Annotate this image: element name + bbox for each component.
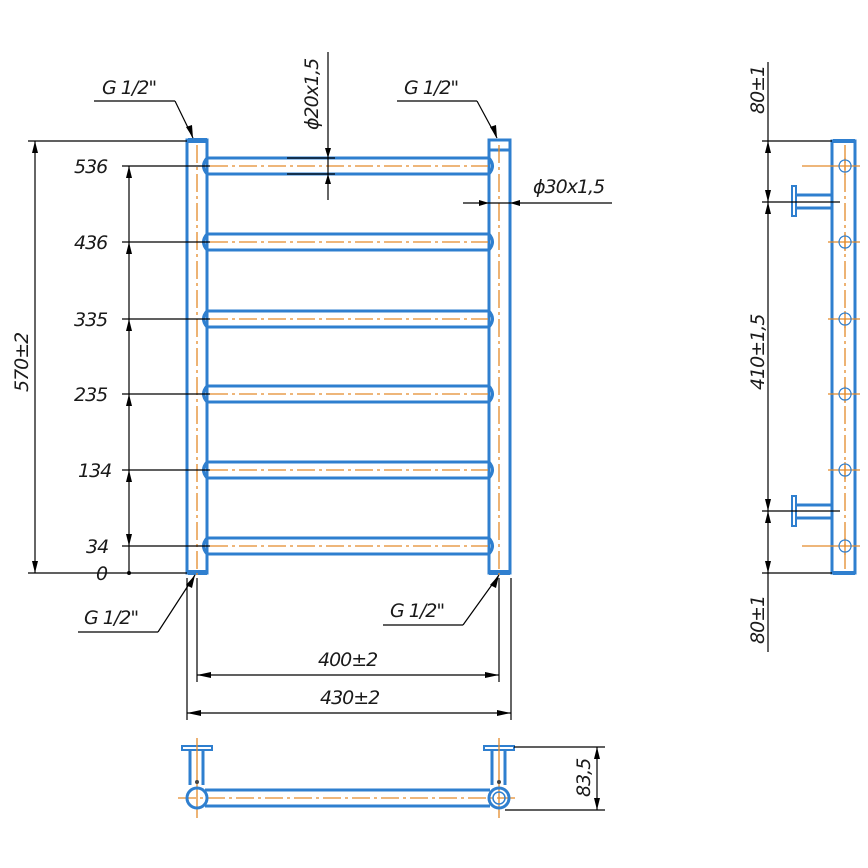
center-distance-label: 400±2 [318, 649, 377, 671]
right-riser-section [487, 786, 511, 810]
rung-label-0: 0 [96, 563, 108, 585]
side-mount-spacing-label: 410±1,5 [747, 314, 769, 390]
side-top-bracket [762, 185, 840, 217]
rung-label-536: 536 [74, 156, 108, 178]
overall-width-label: 430±2 [320, 687, 379, 709]
left-bottom-cap [188, 570, 207, 575]
top-left-connection-label: G 1/2" [102, 77, 156, 99]
rung-label-134: 134 [78, 460, 111, 482]
side-view: 80±1 410±1,5 80±1 [747, 62, 860, 652]
wall-depth-label: 83,5 [573, 758, 595, 797]
rung-235 [202, 384, 494, 404]
rung-label-34: 34 [86, 536, 108, 558]
rungs [202, 156, 494, 556]
front-view: 536 436 335 235 134 34 0 570±2 G 1/2" G … [11, 52, 612, 720]
side-rung-sections [802, 158, 860, 555]
rung-label-335: 335 [74, 309, 108, 331]
side-top-cap [833, 139, 855, 143]
callout-bottom-right: G 1/2" [383, 574, 500, 626]
rung-label-436: 436 [74, 232, 108, 254]
side-riser-pipe [830, 139, 857, 575]
rung-label-235: 235 [74, 384, 108, 406]
rung-134 [202, 460, 494, 480]
left-riser-section [185, 786, 209, 810]
riser-diameter-label: ϕ30x1,5 [533, 176, 605, 198]
crossbar-diameter-dim: ϕ20x1,5 [287, 52, 335, 200]
width-dims: 400±2 430±2 [186, 578, 512, 720]
side-bottom-offset-label: 80±1 [747, 596, 769, 644]
side-dimensions: 80±1 410±1,5 80±1 [747, 62, 832, 652]
side-bottom-bracket [762, 495, 840, 527]
right-bottom-cap [489, 570, 510, 575]
rung-536 [202, 156, 494, 176]
side-bottom-cap [833, 571, 855, 575]
bottom-view: 83,5 [178, 738, 605, 818]
rung-436 [202, 232, 494, 252]
crossbar-diameter-label: ϕ20x1,5 [301, 58, 323, 130]
callout-bottom-left: G 1/2" [78, 574, 196, 633]
bottom-right-connection-label: G 1/2" [390, 600, 444, 622]
rung-dimension-leaders [28, 140, 210, 575]
bottom-left-connection-label: G 1/2" [84, 607, 138, 629]
callout-top-left: G 1/2" [94, 77, 194, 139]
rung-34 [202, 536, 494, 556]
top-right-connection-label: G 1/2" [404, 77, 458, 99]
side-top-offset-label: 80±1 [747, 66, 769, 114]
rung-335 [202, 309, 494, 329]
callout-top-right: G 1/2" [397, 77, 498, 139]
overall-height-label: 570±2 [11, 333, 33, 392]
riser-diameter-dim: ϕ30x1,5 [463, 176, 612, 206]
left-top-cap [188, 138, 207, 143]
